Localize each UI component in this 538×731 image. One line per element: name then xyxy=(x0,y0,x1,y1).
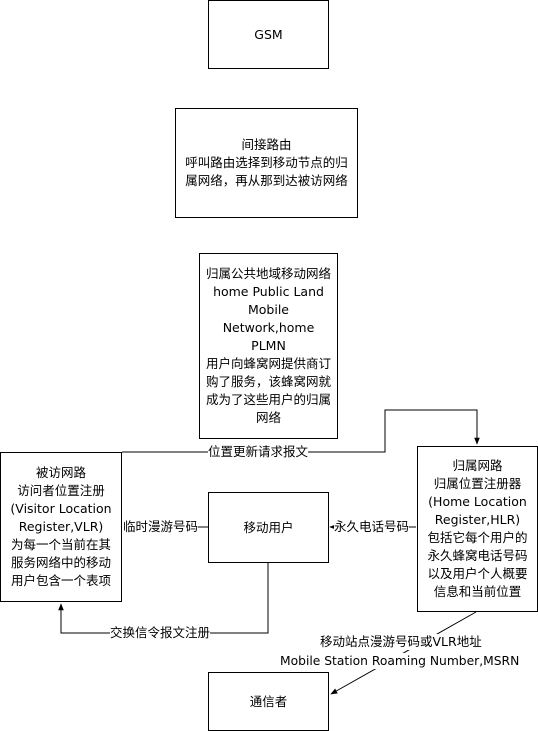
node-home-net-line: 信息和当前位置 xyxy=(433,584,522,599)
node-home-plmn-line: 成为了这些用户的归属 xyxy=(205,392,331,407)
edge-label-exchange-signal: 交换信令报文注册 xyxy=(110,625,211,641)
node-visited-line: 访问者位置注册 xyxy=(17,483,105,498)
node-home-net-line: 归属位置注册器 xyxy=(433,476,522,491)
node-indirect-line: 呼叫路由选择到移动节点的归 xyxy=(185,155,348,170)
node-home-plmn-line: 归属公共地域移动网络 xyxy=(205,266,331,281)
node-home-plmn-line: home Public Land xyxy=(213,284,324,299)
node-visited-line: 用户包含一个表项 xyxy=(10,573,111,588)
edge-label-temp-roaming: 临时漫游号码 xyxy=(123,519,199,535)
node-home-plmn-line: 购了服务，该蜂窝网就 xyxy=(205,374,331,389)
node-home-net-line: Register,HLR) xyxy=(434,512,521,527)
node-home-net-line: 永久蜂窝电话号码 xyxy=(427,548,528,563)
node-home-plmn-line: PLMN xyxy=(251,338,286,353)
node-visited-network: 被访网路 访问者位置注册 (Visitor Location Register,… xyxy=(0,452,122,602)
node-home-plmn-line: 用户向蜂窝网提供商订 xyxy=(205,356,331,371)
node-visited-line: 被访网路 xyxy=(35,465,86,480)
node-indirect-line: 间接路由 xyxy=(241,137,292,152)
node-home-net-line: 包括它每个用户的 xyxy=(427,530,528,545)
node-home-plmn-line: 网络 xyxy=(255,410,281,425)
node-home-plmn: 归属公共地域移动网络 home Public Land Mobile Netwo… xyxy=(199,253,338,439)
node-home-net-line: 以及用户个人概要 xyxy=(427,566,528,581)
node-home-net-line: 归属网路 xyxy=(452,458,503,473)
node-home-network: 归属网路 归属位置注册器 (Home Location Register,HLR… xyxy=(417,446,538,612)
node-gsm-line: GSM xyxy=(254,26,283,42)
node-indirect-line: 属网络，再从那到达被访网络 xyxy=(185,173,348,188)
node-home-net-line: (Home Location xyxy=(428,494,527,509)
node-indirect-routing: 间接路由 呼叫路由选择到移动节点的归 属网络，再从那到达被访网络 xyxy=(175,108,358,218)
node-visited-line: Register,VLR) xyxy=(18,519,104,534)
node-correspondent-line: 通信者 xyxy=(249,693,288,709)
node-gsm: GSM xyxy=(208,0,329,69)
node-home-plmn-line: Mobile xyxy=(247,302,289,317)
node-visited-line: 服务网络中的移动 xyxy=(10,555,111,570)
edge-label-msrn-line2: Mobile Station Roaming Number,MSRN xyxy=(280,653,520,669)
edge-label-msrn-line1: 移动站点漫游号码或VLR地址 xyxy=(320,634,482,650)
edge-label-perm-phone: 永久电话号码 xyxy=(334,519,410,535)
node-mobile-user: 移动用户 xyxy=(208,492,329,563)
node-visited-line: 为每一个当前在其 xyxy=(10,537,111,552)
node-home-plmn-line: Network,home xyxy=(222,320,315,335)
node-mobile-user-line: 移动用户 xyxy=(243,519,294,535)
edge-label-location-update: 位置更新请求报文 xyxy=(208,444,309,460)
node-correspondent: 通信者 xyxy=(208,672,329,731)
node-visited-line: (Visitor Location xyxy=(10,501,112,516)
